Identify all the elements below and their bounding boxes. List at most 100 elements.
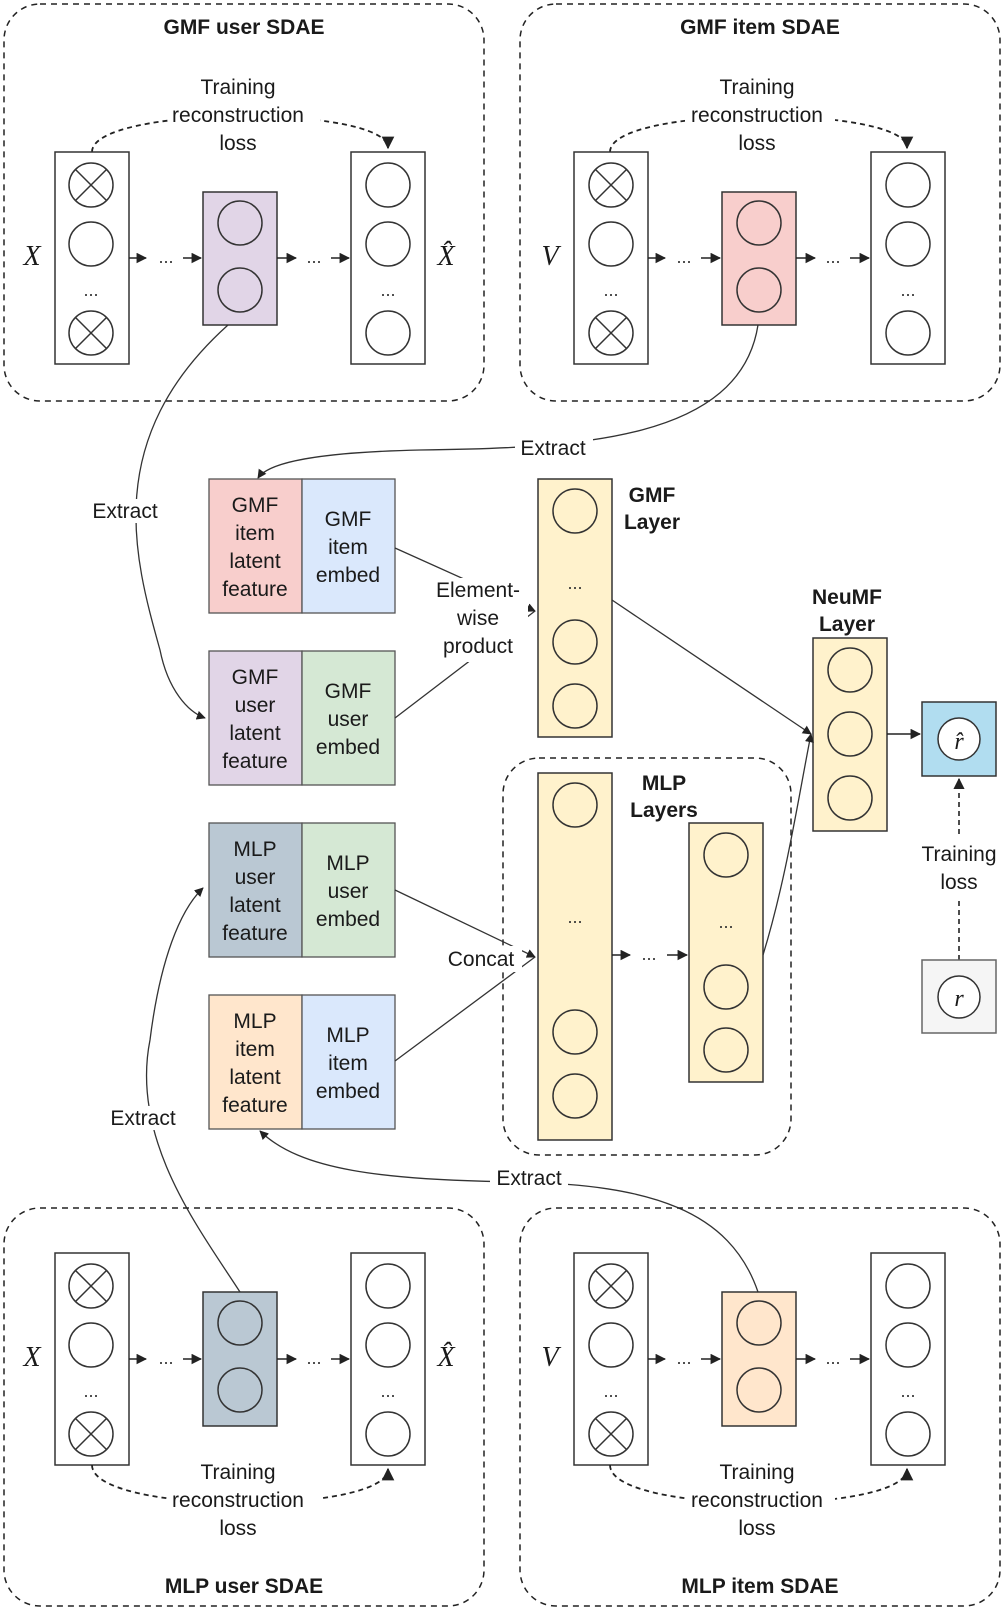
target-node: r	[921, 959, 997, 1034]
gmf-layer-title-1: GMF	[629, 484, 676, 507]
extract-arrow-gmf-user	[135, 324, 229, 720]
block-label: MLP	[233, 838, 276, 861]
neumf-layer-title-2: Layer	[819, 613, 875, 636]
extract-arrow-mlp-item	[259, 1130, 759, 1293]
mlp-layers-title-2: Layers	[630, 799, 698, 822]
mlp-layers-title-1: MLP	[642, 772, 686, 795]
ellipsis: ...	[380, 280, 395, 300]
gmf-item-input-layer	[573, 151, 649, 365]
neumf-layer-title-1: NeuMF	[812, 586, 882, 609]
mlp-item-loss-line1: Training	[719, 1461, 794, 1484]
block-label: user	[235, 866, 276, 889]
mlp-item-output-layer	[870, 1252, 946, 1466]
block-label: latent	[229, 722, 281, 745]
mlp-user-sdae-panel: MLP user SDAE ... ... X X̂ ... ... Train…	[3, 1207, 485, 1607]
gmf-user-input-symbol: X	[22, 241, 41, 272]
gmf-item-output-layer	[870, 151, 946, 365]
mlp-user-input-symbol: X	[22, 1342, 41, 1373]
gmf-item-sdae-panel: GMF item SDAE Training reconstruction lo…	[519, 3, 1001, 402]
mlp-item-latent-text: MLP item latent feature	[222, 1010, 287, 1117]
block-label: item	[235, 522, 275, 545]
prediction-node: r̂	[921, 701, 997, 777]
mlp-item-loss-line3: loss	[738, 1517, 775, 1540]
block-label: embed	[316, 736, 380, 759]
mlp-item-input-layer	[573, 1252, 649, 1466]
ellipsis: ...	[676, 1348, 691, 1368]
block-label: item	[328, 536, 368, 559]
mlp-item-hidden-layer	[721, 1291, 797, 1427]
mlp-user-hidden-layer	[202, 1291, 278, 1427]
gmf-user-input-layer	[54, 151, 130, 365]
gmf-user-sdae-panel: GMF user SDAE Training reconstruction lo…	[3, 3, 485, 402]
gmf-user-latent-text: GMF user latent feature	[222, 666, 287, 773]
block-label: embed	[316, 908, 380, 931]
gmf-item-sdae-title: GMF item SDAE	[680, 16, 840, 39]
ellipsis: ...	[306, 1348, 321, 1368]
mlp-hidden-layer-2	[688, 822, 764, 1083]
block-label: latent	[229, 550, 281, 573]
element-wise-label-1: Element-	[436, 579, 520, 602]
ellipsis: ...	[825, 247, 840, 267]
block-label: GMF	[232, 494, 279, 517]
mlp-user-output-layer	[350, 1252, 426, 1466]
gmf-item-loss-line1: Training	[719, 76, 794, 99]
block-label: feature	[222, 750, 287, 773]
extract-label-gmf-item: Extract	[520, 437, 586, 460]
block-label: item	[235, 1038, 275, 1061]
extract-arrow-mlp-user	[145, 887, 241, 1293]
gmf-item-input-symbol: V	[541, 241, 561, 272]
gmf-user-hidden-layer	[202, 191, 278, 326]
extract-label-gmf-user: Extract	[92, 500, 158, 523]
gmf-item-loss-line2: reconstruction	[691, 104, 823, 127]
mlp-item-embed-text: MLP item embed	[316, 1024, 380, 1103]
ellipsis: ...	[641, 944, 656, 964]
extract-label-mlp-user: Extract	[110, 1107, 176, 1130]
mlp-user-sdae-title: MLP user SDAE	[165, 1575, 323, 1598]
block-label: MLP	[326, 1024, 369, 1047]
block-label: embed	[316, 564, 380, 587]
ellipsis: ...	[603, 1381, 618, 1401]
ellipsis: ...	[158, 247, 173, 267]
element-wise-label-3: product	[443, 635, 513, 658]
ellipsis: ...	[83, 1381, 98, 1401]
gmf-user-loss-line1: Training	[200, 76, 275, 99]
ellipsis: ...	[900, 1381, 915, 1401]
target-symbol: r	[954, 986, 964, 1012]
mlp-user-output-symbol: X̂	[436, 1342, 455, 1373]
ellipsis: ...	[900, 280, 915, 300]
mlp-layers-panel: ... ... MLP Layers ...	[502, 757, 792, 1156]
neumf-layer: NeuMF Layer	[812, 586, 888, 832]
gmf-layer-title-2: Layer	[624, 511, 680, 534]
gmf-user-loss-line3: loss	[219, 132, 256, 155]
block-label: feature	[222, 922, 287, 945]
mlp-item-sdae-title: MLP item SDAE	[681, 1575, 838, 1598]
block-label: user	[235, 694, 276, 717]
ellipsis: ...	[380, 1381, 395, 1401]
block-label: feature	[222, 1094, 287, 1117]
mlp-user-loss-line2: reconstruction	[172, 1489, 304, 1512]
gmf-item-latent-text: GMF item latent feature	[222, 494, 287, 601]
mlp-user-input-layer	[54, 1252, 130, 1466]
block-label: MLP	[233, 1010, 276, 1033]
gmf-user-sdae-title: GMF user SDAE	[163, 16, 324, 39]
extract-label-mlp-item: Extract	[496, 1167, 562, 1190]
gmf-user-embed-text: GMF user embed	[316, 680, 380, 759]
gmf-item-embed-text: GMF item embed	[316, 508, 380, 587]
gmf-item-block: GMF item latent feature GMF item embed	[208, 478, 396, 614]
mlp-item-sdae-panel: MLP item SDAE ... ... V ... ... Training…	[519, 1207, 1001, 1607]
mlp-user-loss-line3: loss	[219, 1517, 256, 1540]
concat-label: Concat	[448, 948, 515, 971]
mlp-user-loss-line1: Training	[200, 1461, 275, 1484]
ellipsis: ...	[158, 1348, 173, 1368]
ellipsis: ...	[718, 912, 733, 932]
ellipsis: ...	[306, 247, 321, 267]
gmf-user-loss-line2: reconstruction	[172, 104, 304, 127]
mlp-user-block: MLP user latent feature MLP user embed	[208, 822, 396, 958]
ellipsis: ...	[603, 280, 618, 300]
ellipsis: ...	[676, 247, 691, 267]
block-label: feature	[222, 578, 287, 601]
gmf-layer: ... GMF Layer	[537, 478, 680, 738]
ellipsis: ...	[567, 907, 582, 927]
mlp-hidden-layer-1	[537, 772, 613, 1141]
mlp-user-latent-text: MLP user latent feature	[222, 838, 287, 945]
